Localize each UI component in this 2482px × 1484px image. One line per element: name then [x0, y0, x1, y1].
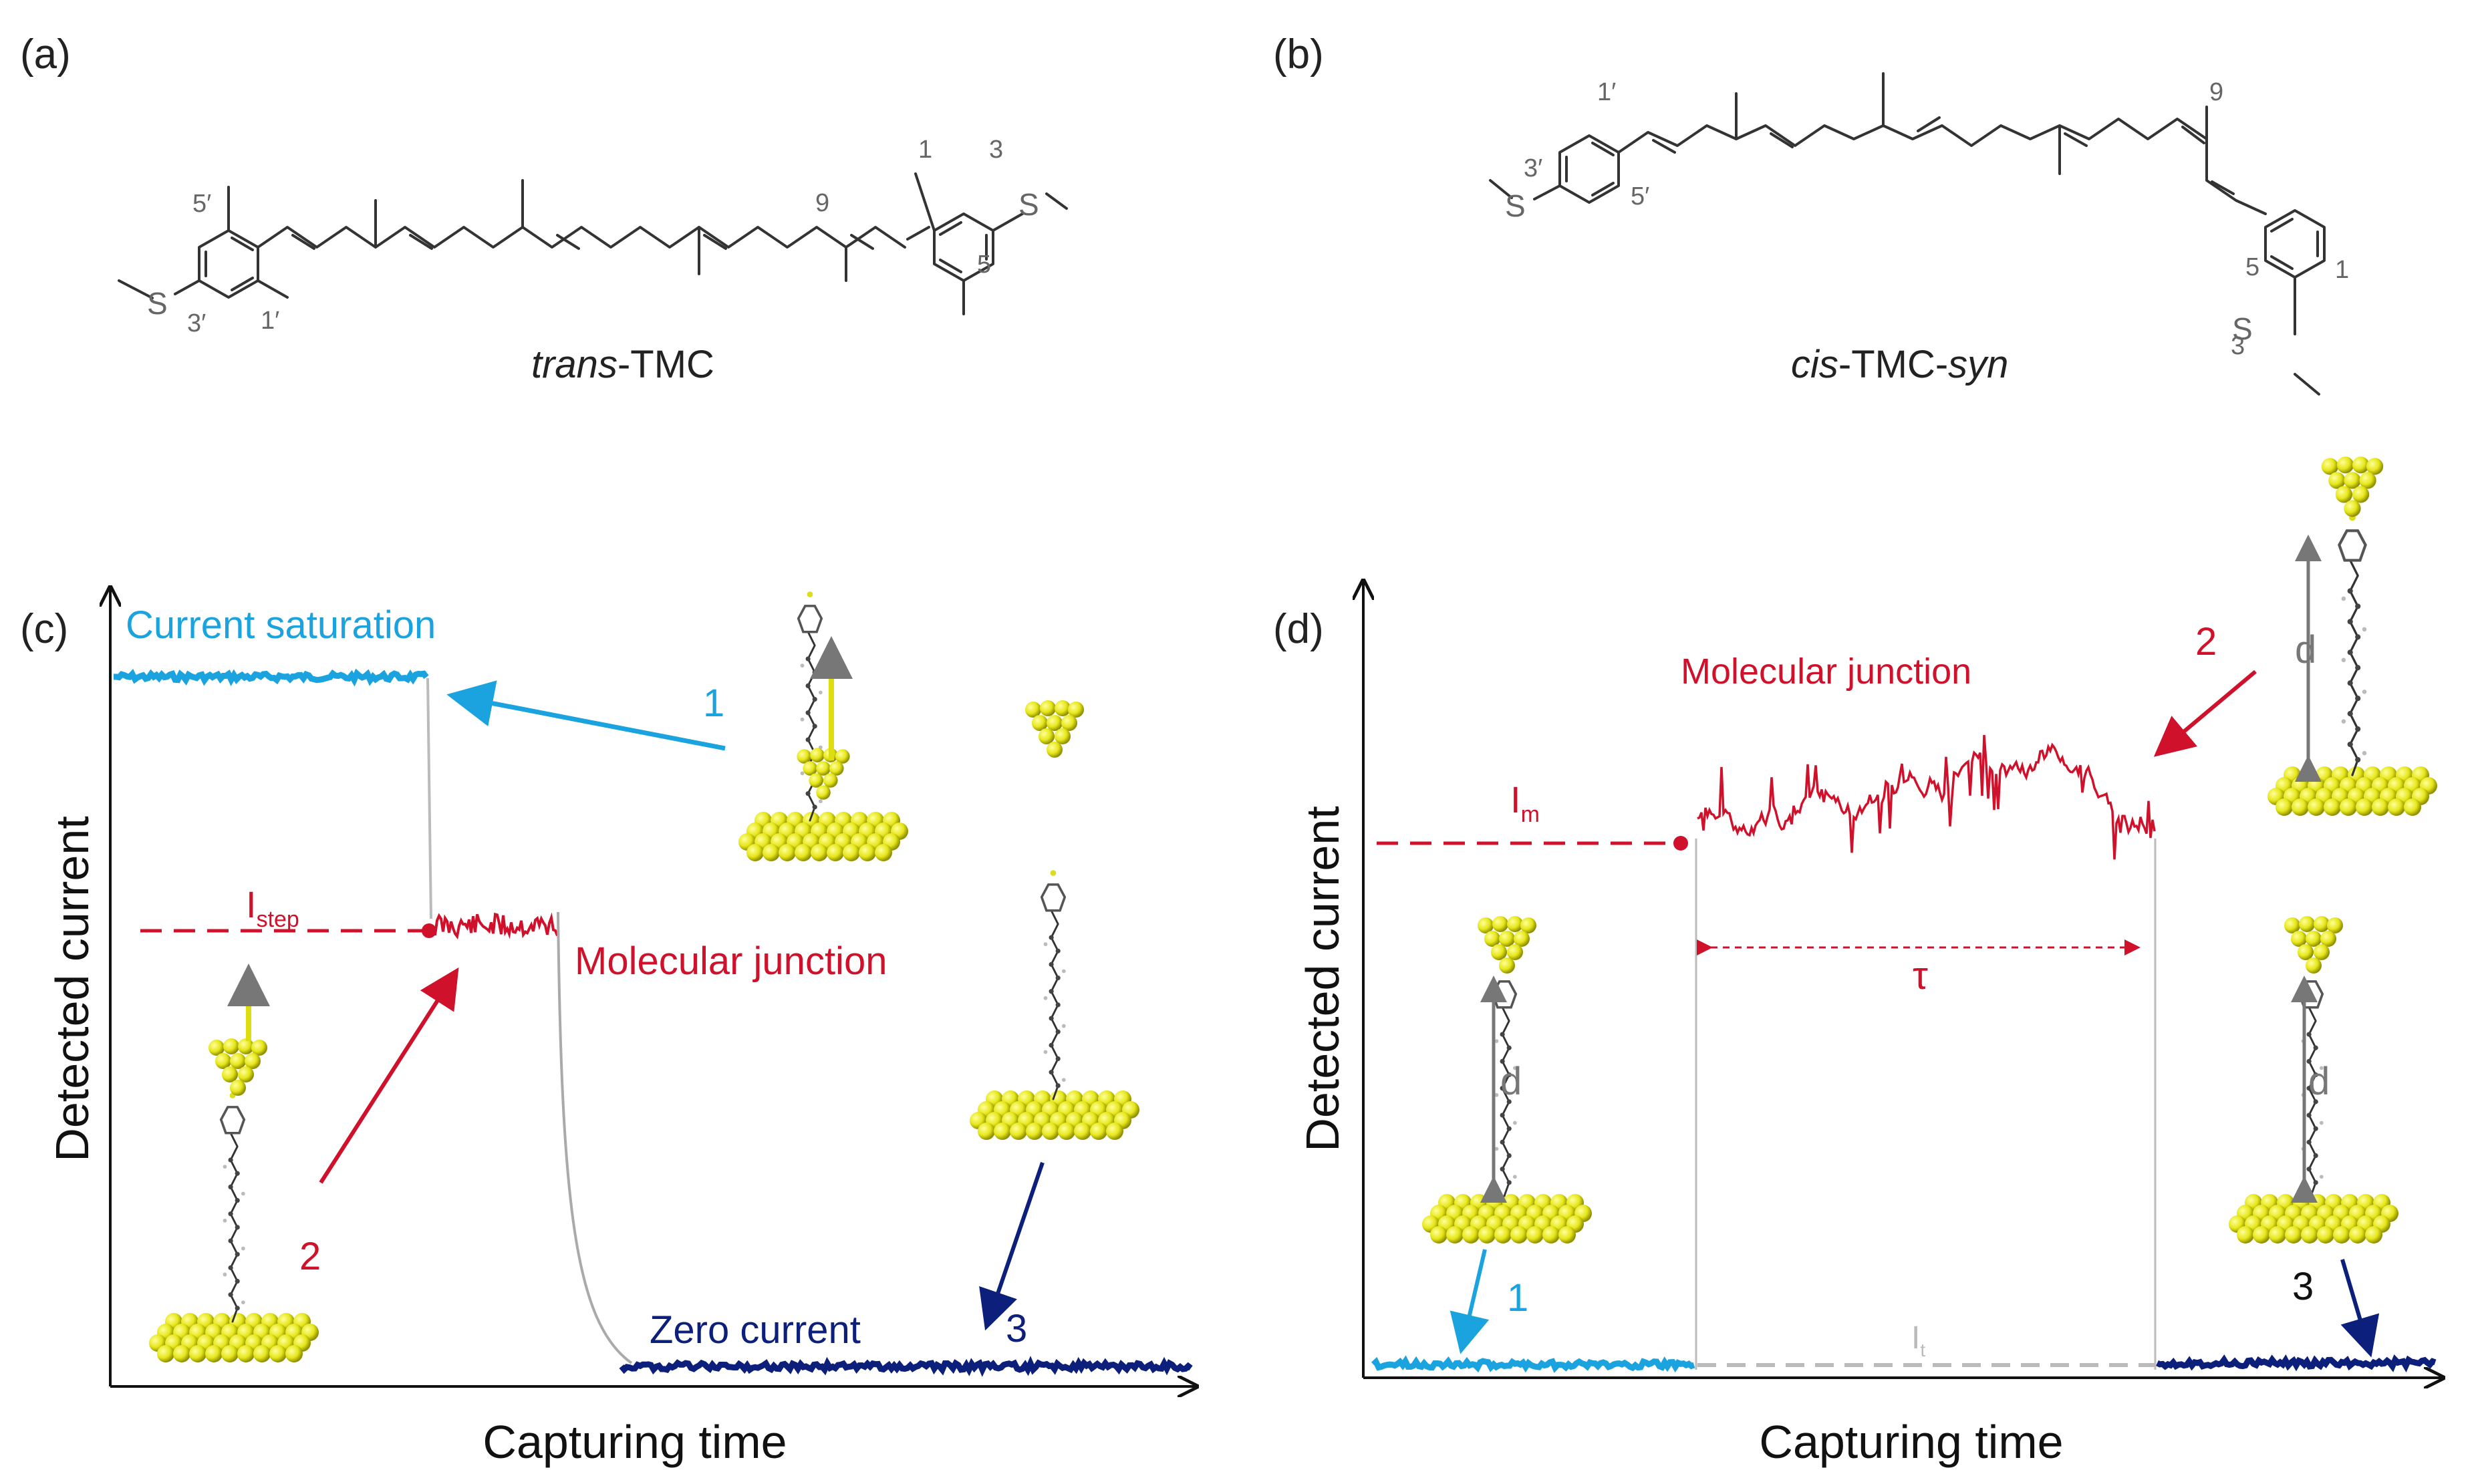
panel-d-label: (d)	[1273, 606, 1324, 652]
atom-label-5prime: 5′	[192, 190, 211, 218]
d-cartoon-1-distance-label: d	[1500, 1060, 1522, 1103]
c-x-axis-label: Capturing time	[482, 1416, 787, 1468]
c-step-trace	[430, 912, 559, 940]
d-cartoon-2-distance-label: d	[2295, 628, 2316, 672]
d-junction-trace	[1697, 734, 2156, 860]
d-step-3-label: 3	[2292, 1265, 2314, 1308]
c-zero-current-label: Zero current	[650, 1308, 861, 1352]
atom-label-3: 3	[989, 136, 1003, 164]
panel-a-label: (a)	[20, 31, 71, 78]
caption-cis: cis	[1791, 343, 1838, 386]
panel-b: (b) S S 1′ 3′ 5′ 9	[1273, 31, 2349, 396]
c-step-1-label: 1	[703, 682, 724, 725]
sulfur-atom-left: S	[147, 286, 168, 321]
c-saturation-trace	[113, 668, 429, 687]
panel-c: (c) Detected current Capturing time Iste…	[20, 588, 1196, 1468]
d-arrow-2	[2153, 670, 2257, 757]
atom-label-b-5prime: 5′	[1631, 182, 1649, 210]
c-istep-label: Istep	[246, 883, 299, 932]
c-arrow-3	[979, 1162, 1045, 1331]
panel-b-caption: cis-TMC-syn	[1791, 343, 2008, 386]
c-current-saturation-label: Current saturation	[126, 603, 436, 647]
d-cartoon-3: d	[2229, 916, 2398, 1243]
c-molecular-junction-label: Molecular junction	[575, 939, 887, 983]
caption-syn: syn	[1948, 343, 2008, 386]
atom-label-5: 5	[977, 251, 991, 279]
atom-label-1prime: 1′	[261, 307, 279, 335]
atom-label-b-1: 1	[2335, 256, 2349, 284]
atom-label-b-5: 5	[2245, 253, 2259, 281]
sulfur-atom-b-right: S	[2232, 311, 2253, 346]
atom-label-9: 9	[815, 189, 829, 217]
d-cartoon-1: d	[1422, 916, 1592, 1243]
atom-label-1: 1	[918, 136, 932, 164]
caption-tmc-dash: -TMC-	[1838, 343, 1948, 386]
sulfur-atom-b-left: S	[1505, 188, 1526, 223]
sulfur-atom-right: S	[1018, 187, 1039, 222]
d-im-marker	[1673, 836, 1688, 851]
d-arrow-3	[2340, 1259, 2380, 1358]
c-arrow-1	[446, 680, 726, 751]
c-cartoon-2	[149, 963, 319, 1362]
d-cartoon-2: d	[2267, 456, 2437, 816]
d-tau-label: τ	[1913, 954, 1928, 998]
c-drop-line-1	[426, 678, 432, 919]
atom-label-b-1prime: 1′	[1597, 78, 1616, 106]
c-arrow-2	[319, 967, 459, 1184]
d-step-1-label: 1	[1507, 1276, 1528, 1320]
atom-label-b-3: 3	[2231, 332, 2245, 360]
d-y-axis-label: Detected current	[1296, 806, 1349, 1151]
atom-label-b-9: 9	[2209, 78, 2223, 106]
d-it-label: It	[1911, 1320, 1925, 1360]
c-cartoon-3	[970, 869, 1139, 1140]
d-step-2-label: 2	[2195, 620, 2217, 663]
d-cartoon-3-distance-label: d	[2308, 1060, 2330, 1103]
d-after-trace	[2156, 1354, 2437, 1372]
c-cartoon-detached-tip	[1025, 700, 1084, 758]
c-step-2-label: 2	[299, 1235, 321, 1278]
atom-label-b-3prime: 3′	[1524, 154, 1542, 182]
atom-label-3prime: 3′	[187, 309, 206, 337]
d-low-state-trace	[1371, 1355, 1695, 1373]
c-zero-trace	[619, 1356, 1193, 1377]
d-arrow-1	[1450, 1249, 1490, 1354]
caption-trans: trans	[531, 343, 617, 386]
trans-tmc-structure: S S 5′	[118, 136, 1068, 337]
panel-d: (d) Detected current Capturing time It I…	[1273, 456, 2443, 1468]
panel-c-label: (c)	[20, 606, 68, 652]
d-molecular-junction-label: Molecular junction	[1681, 651, 1971, 692]
cis-tmc-syn-structure: S S 1′ 3′ 5′ 9 5 1	[1489, 72, 2349, 396]
panel-b-label: (b)	[1273, 31, 1324, 78]
d-x-axis-label: Capturing time	[1759, 1416, 2063, 1468]
c-decay-curve	[557, 911, 633, 1364]
panel-a: (a) S	[20, 31, 1068, 386]
c-istep-marker	[422, 923, 436, 938]
c-step-3-label: 3	[1006, 1307, 1027, 1350]
d-im-label: Im	[1510, 778, 1540, 827]
panel-a-caption: trans-TMC	[531, 343, 714, 386]
c-cartoon-1	[738, 590, 908, 861]
c-y-axis-label: Detected current	[46, 816, 98, 1161]
caption-tmc: -TMC	[617, 343, 714, 386]
